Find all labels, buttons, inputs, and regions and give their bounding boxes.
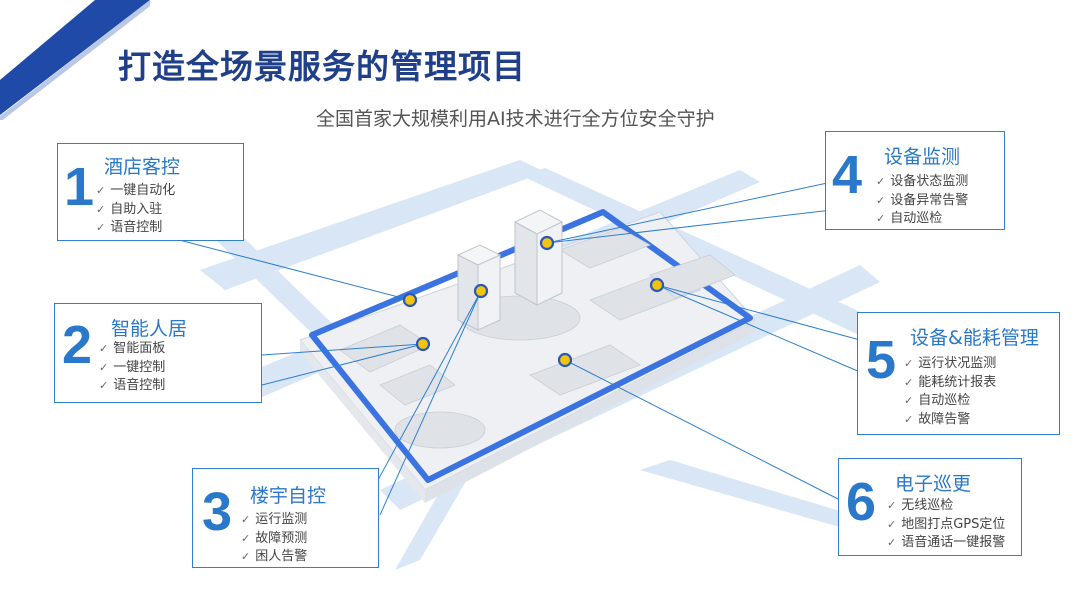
check-icon: ✓ — [96, 221, 106, 234]
tower-building-1 — [456, 244, 502, 331]
list-item: ✓地图打点GPS定位 — [887, 516, 1006, 532]
card-number: 3 — [202, 482, 233, 542]
list-item: ✓无线巡检 — [887, 498, 954, 513]
card-items: ✓智能面板 ✓一键控制 ✓语音控制 — [99, 340, 165, 396]
list-item: ✓设备状态监测 — [876, 174, 969, 189]
list-item: ✓自助入驻 — [96, 201, 163, 217]
card-items: ✓运行监测 ✓故障预测 ✓困人告警 — [241, 511, 307, 567]
check-icon: ✓ — [904, 357, 914, 370]
location-markers — [402, 235, 665, 368]
check-icon: ✓ — [876, 212, 886, 225]
list-item: ✓语音控制 — [96, 220, 163, 235]
check-icon: ✓ — [241, 513, 251, 526]
check-icon: ✓ — [887, 536, 897, 549]
card-items: ✓无线巡检 ✓地图打点GPS定位 ✓语音通话一键报警 — [887, 497, 1005, 553]
check-icon: ✓ — [904, 412, 914, 426]
card-number: 6 — [846, 472, 877, 532]
check-icon: ✓ — [99, 342, 109, 355]
list-item: ✓语音控制 — [99, 378, 166, 393]
page-subtitle: 全国首家大规模利用AI技术进行全方位安全守护 — [316, 108, 715, 130]
card-title: 楼宇自控 — [250, 485, 327, 507]
list-item: ✓困人告警 — [241, 549, 308, 564]
list-item: ✓故障告警 — [904, 411, 971, 427]
card-device-monitoring: 4 设备监测 ✓设备状态监测 ✓设备异常告警 ✓自动巡检 — [825, 131, 1005, 230]
list-item: ✓语音通话一键报警 — [887, 535, 1006, 550]
campus-boundary-frame — [309, 209, 753, 483]
list-item: ✓自动巡检 — [876, 211, 943, 226]
list-item: ✓一键控制 — [99, 359, 166, 375]
check-icon: ✓ — [96, 202, 106, 216]
tower-building-2 — [513, 209, 564, 306]
check-icon: ✓ — [904, 394, 914, 407]
check-icon: ✓ — [241, 531, 251, 545]
card-number: 5 — [866, 330, 897, 390]
card-smart-living: 2 智能人居 ✓智能面板 ✓一键控制 ✓语音控制 — [54, 303, 262, 403]
list-item: ✓设备异常告警 — [876, 192, 969, 208]
check-icon: ✓ — [887, 499, 897, 512]
card-hotel-control: 1 酒店客控 ✓一键自动化 ✓自助入驻 ✓语音控制 — [57, 143, 244, 241]
card-items: ✓一键自动化 ✓自助入驻 ✓语音控制 — [96, 182, 175, 238]
list-item: ✓一键自动化 — [96, 183, 176, 198]
card-number: 1 — [64, 157, 95, 217]
card-title: 电子巡更 — [895, 473, 972, 495]
check-icon: ✓ — [887, 517, 897, 531]
card-title: 智能人居 — [111, 318, 188, 340]
list-item: ✓自动巡检 — [904, 393, 971, 408]
check-icon: ✓ — [876, 193, 886, 207]
check-icon: ✓ — [241, 550, 251, 563]
check-icon: ✓ — [96, 184, 106, 197]
card-building-automation: 3 楼宇自控 ✓运行监测 ✓故障预测 ✓困人告警 — [192, 468, 379, 568]
check-icon: ✓ — [876, 175, 886, 188]
card-number: 2 — [62, 315, 93, 375]
card-title: 设备监测 — [884, 146, 961, 168]
list-item: ✓智能面板 — [99, 341, 166, 356]
card-items: ✓设备状态监测 ✓设备异常告警 ✓自动巡检 — [876, 173, 968, 229]
card-number: 4 — [832, 145, 863, 205]
card-title: 酒店客控 — [104, 156, 181, 178]
list-item: ✓故障预测 — [241, 530, 308, 546]
list-item: ✓运行监测 — [241, 512, 308, 527]
card-items: ✓运行状况监测 ✓能耗统计报表 ✓自动巡检 ✓故障告警 — [904, 355, 996, 429]
list-item: ✓运行状况监测 — [904, 356, 997, 371]
list-item: ✓能耗统计报表 — [904, 374, 997, 390]
card-device-energy-management: 5 设备&能耗管理 ✓运行状况监测 ✓能耗统计报表 ✓自动巡检 ✓故障告警 — [857, 312, 1060, 435]
card-electronic-patrol: 6 电子巡更 ✓无线巡检 ✓地图打点GPS定位 ✓语音通话一键报警 — [838, 458, 1022, 556]
check-icon: ✓ — [904, 375, 914, 389]
corner-stripe-decoration — [0, 0, 150, 120]
check-icon: ✓ — [99, 360, 109, 374]
check-icon: ✓ — [99, 379, 109, 392]
page-title: 打造全场景服务的管理项目 — [118, 47, 526, 86]
card-title: 设备&能耗管理 — [910, 327, 1039, 349]
connector-lines — [159, 181, 861, 516]
